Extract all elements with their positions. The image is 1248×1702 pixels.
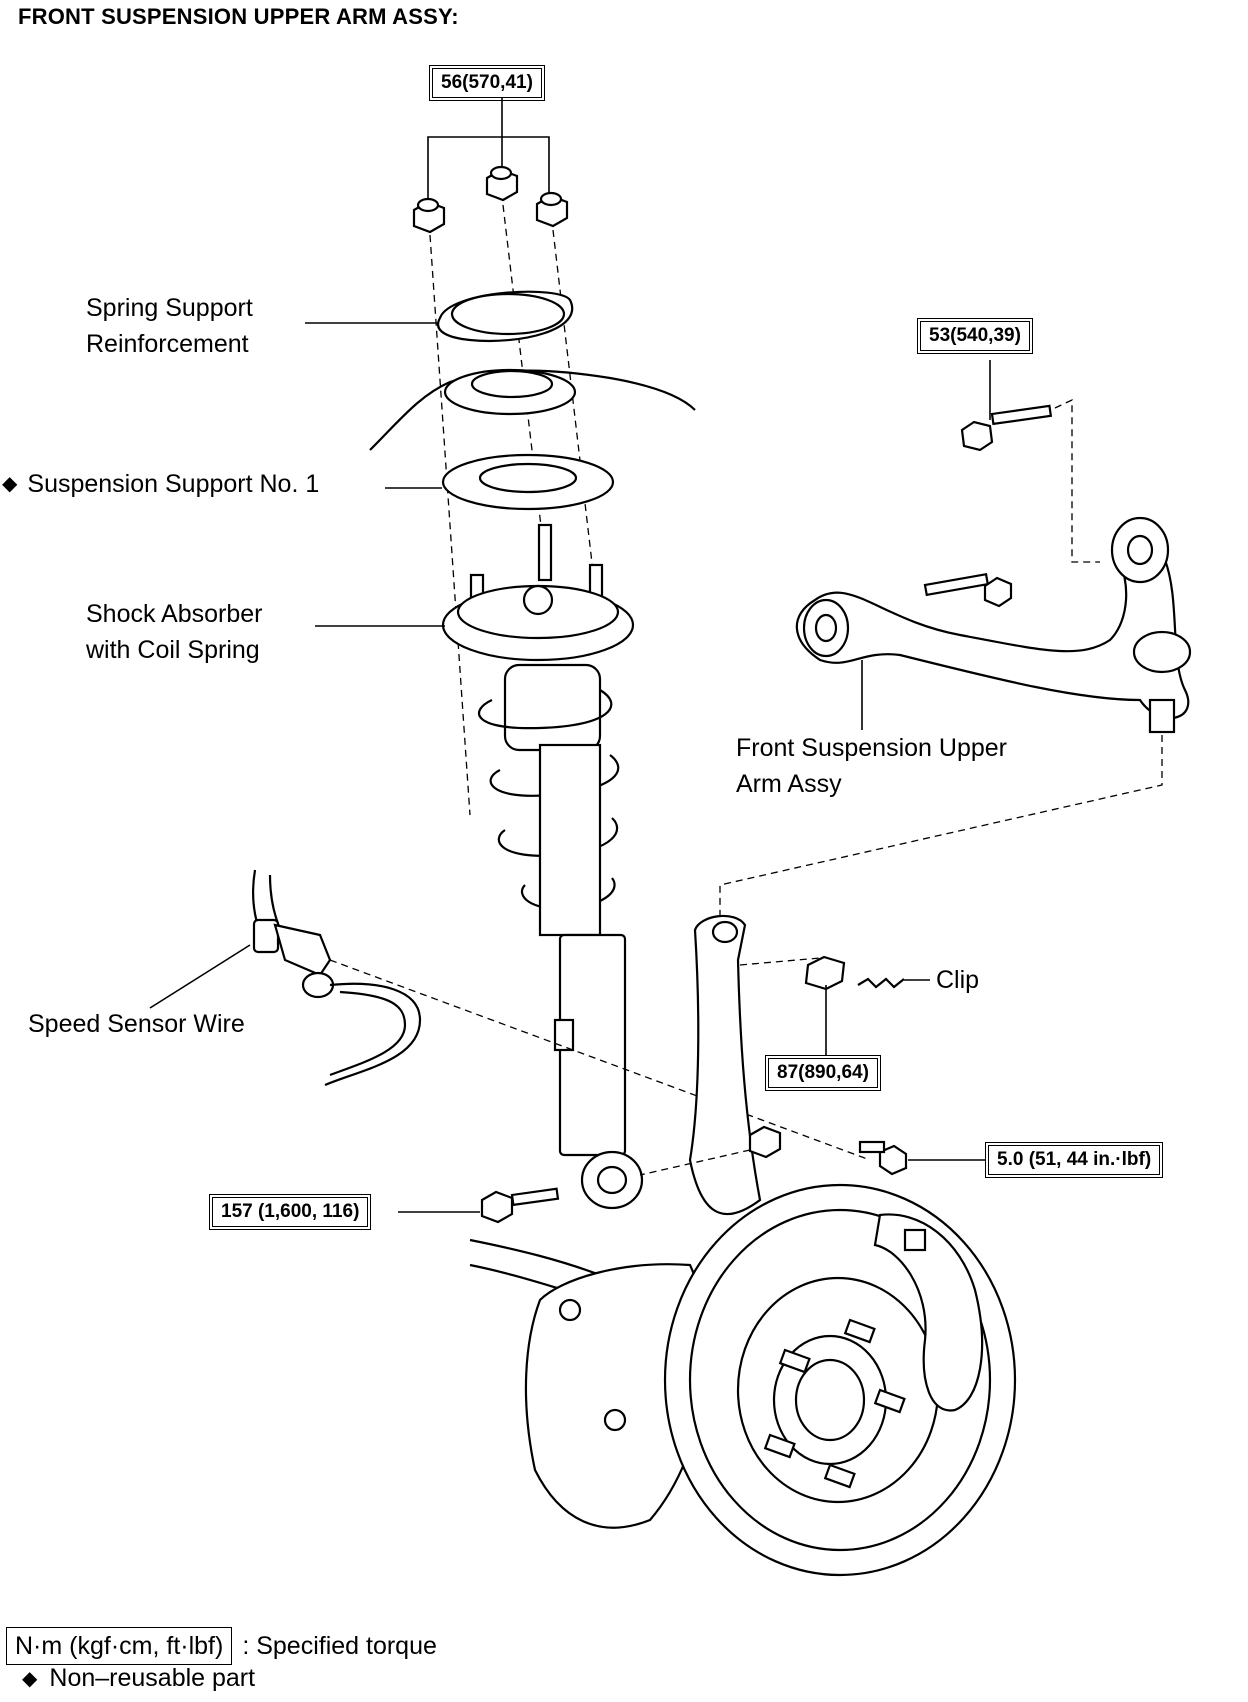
label-suspension-support: Suspension Support No. 1 [27, 470, 320, 498]
legend-torque-text: : Specified torque [242, 1632, 437, 1660]
label-spring-support-1: Spring Support [86, 294, 253, 322]
brake-hub-assembly [469, 1183, 1017, 1577]
suspension-support-row: ◆ Suspension Support No. 1 [2, 466, 319, 502]
upper-arm-assembly [719, 360, 1192, 925]
top-nuts-group [412, 97, 595, 816]
knuckle-assembly [398, 914, 985, 1224]
label-shock-1: Shock Absorber [86, 600, 263, 628]
page-title: FRONT SUSPENSION UPPER ARM ASSY: [18, 4, 459, 29]
shock-absorber-assembly [315, 523, 644, 1210]
torque-arm-bolt: 53(540,39) [917, 318, 1033, 354]
label-upper-arm-2: Arm Assy [736, 770, 842, 798]
diamond-icon: ◆ [22, 1667, 38, 1690]
torque-clip-nut: 87(890,64) [765, 1055, 881, 1091]
label-spring-support-2: Reinforcement [86, 330, 249, 358]
legend-nonreusable-row: ◆ Non–reusable part [22, 1662, 255, 1694]
torque-lower-bolt: 157 (1,600, 116) [208, 1194, 372, 1230]
torque-sensor-bolt: 5.0 (51, 44 in.·lbf) [984, 1142, 1164, 1178]
label-speed-sensor: Speed Sensor Wire [28, 1010, 245, 1038]
legend-nonreusable-text: Non–reusable part [49, 1664, 256, 1692]
label-shock-2: with Coil Spring [86, 636, 260, 664]
body-mount [369, 368, 696, 451]
label-upper-arm-1: Front Suspension Upper [736, 734, 1007, 762]
spring-support-reinforcement [305, 290, 574, 343]
nut-right [535, 191, 569, 228]
nut-middle [485, 165, 519, 202]
diamond-icon: ◆ [2, 473, 18, 495]
legend-torque-row: N·m (kgf·cm, ft·lbf) : Specified torque [6, 1627, 437, 1665]
nut-left [412, 197, 446, 234]
speed-sensor-wire-drawing [149, 869, 871, 1161]
label-clip: Clip [936, 966, 980, 994]
legend-torque-box: N·m (kgf·cm, ft·lbf) [6, 1627, 233, 1665]
torque-top-nuts: 56(570,41) [429, 65, 545, 101]
suspension-support-no1 [385, 453, 615, 511]
